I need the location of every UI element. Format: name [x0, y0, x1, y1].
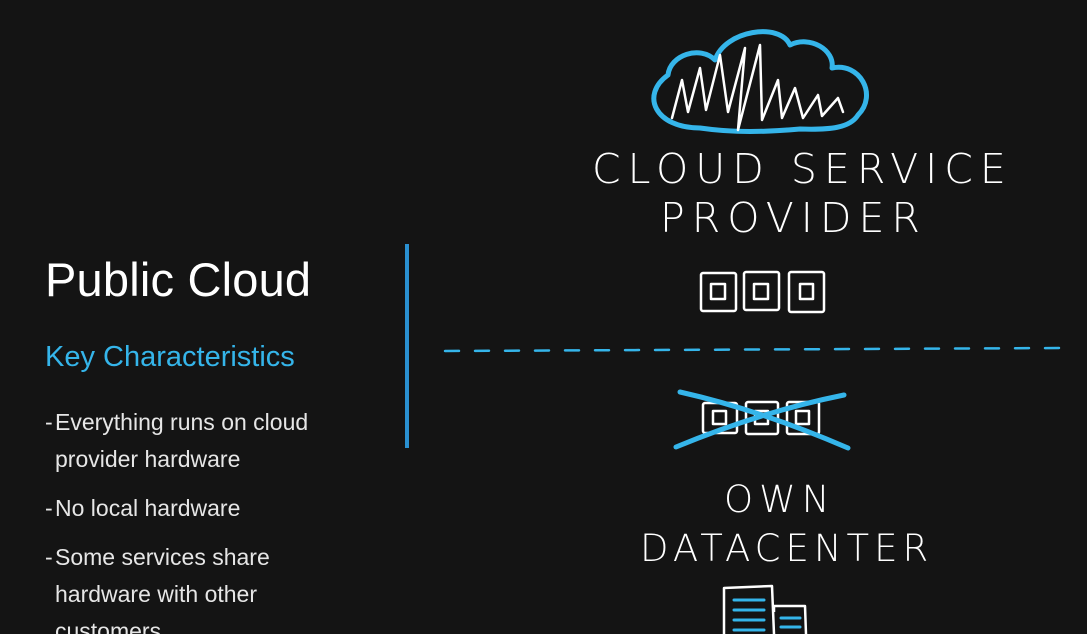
bullet-dash: - — [45, 495, 53, 521]
bullet-line: customers — [55, 618, 162, 634]
vertical-divider — [405, 244, 409, 448]
provider-server-icons — [699, 270, 826, 314]
dashed-separator — [443, 346, 1067, 353]
bullet-line: hardware with other — [55, 581, 257, 607]
bullet-line: Everything runs on cloud — [55, 409, 309, 435]
provider-label-line2: PROVIDER — [660, 194, 927, 242]
cloud-icon — [651, 29, 869, 134]
slide-title: Public Cloud — [45, 253, 312, 306]
own-label-line2: DATACENTER — [640, 527, 934, 570]
bullet-dash: - — [45, 544, 53, 570]
provider-label-line1: CLOUD SERVICE — [592, 145, 1013, 193]
crossed-out-server-icons — [673, 389, 851, 451]
bullet-line: Some services share — [55, 544, 270, 570]
bullet-item: - No local hardware — [45, 490, 405, 527]
key-characteristics-heading: Key Characteristics — [45, 341, 295, 373]
bullet-item: - Everything runs on cloud provider hard… — [45, 404, 405, 478]
bullet-item: - Some services share hardware with othe… — [45, 539, 405, 634]
bullet-line: No local hardware — [55, 495, 241, 521]
bullet-line: provider hardware — [55, 446, 241, 472]
datacenter-building-icon — [722, 584, 808, 634]
bullet-dash: - — [45, 409, 53, 435]
own-label-line1: OWN — [724, 478, 836, 521]
